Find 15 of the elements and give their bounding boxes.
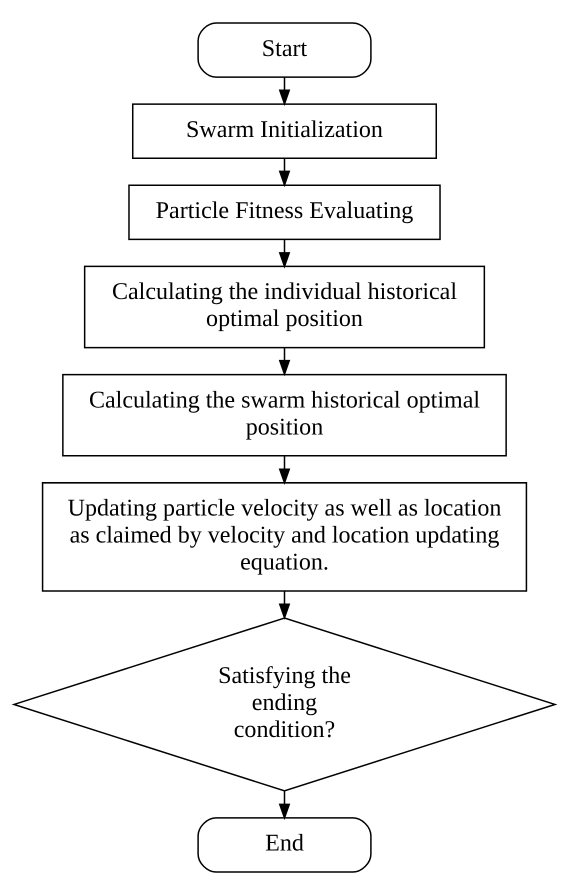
node-box: Start — [197, 22, 372, 78]
arrow — [278, 790, 290, 820]
node-box: End — [197, 816, 372, 872]
arrow — [278, 158, 290, 187]
arrow — [278, 456, 290, 485]
arrow — [278, 347, 290, 376]
node-box: Updating particle velocity as well as location as claimed by velocity and location updating equation. — [42, 482, 528, 592]
node-diamond: Satisfying the ending condition? — [12, 616, 558, 792]
node-box: Particle Fitness Evaluating — [128, 184, 441, 240]
arrow — [278, 590, 290, 620]
arrow — [278, 76, 290, 106]
arrow — [278, 239, 290, 268]
node-box: Swarm Initialization — [132, 102, 438, 158]
node-box: Calculating the swarm historical optimal position — [62, 373, 507, 456]
node-box: Calculating the individual historical optimal position — [84, 265, 486, 348]
